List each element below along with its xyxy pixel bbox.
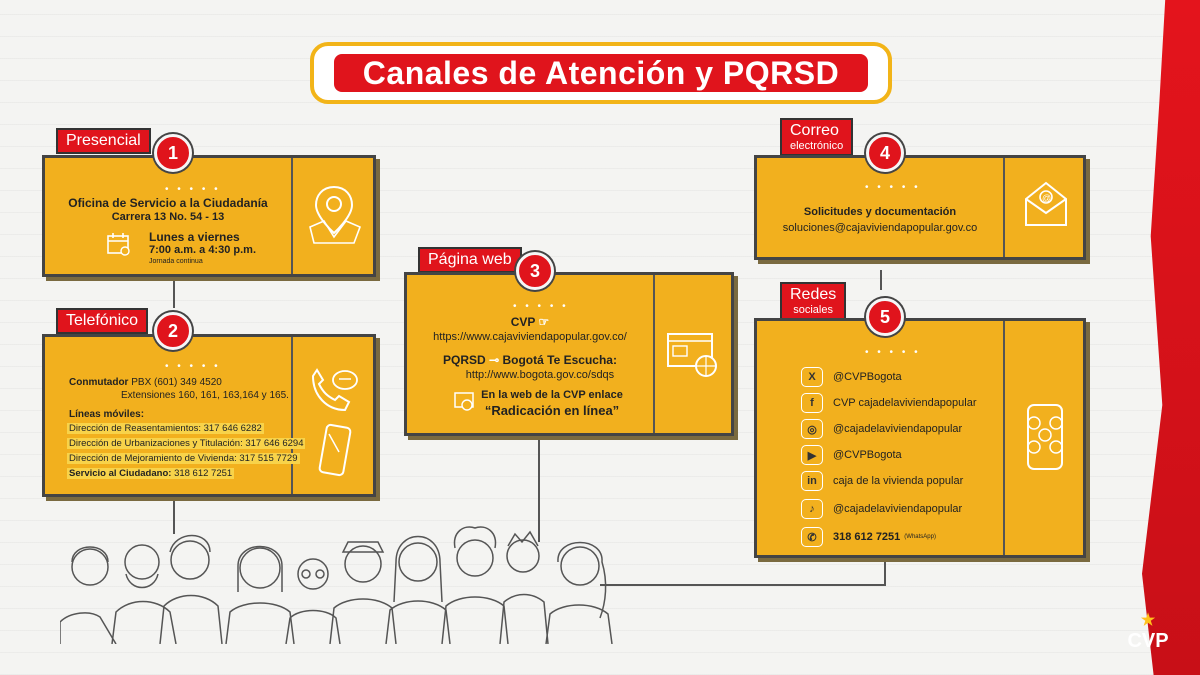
whatsapp-icon: ✆ — [801, 527, 823, 547]
mobile-lines-title: Líneas móviles: — [69, 409, 145, 420]
social-x[interactable]: X @CVPBogota — [801, 367, 902, 387]
tag-correo: Correo electrónico — [780, 118, 854, 156]
connector-line — [600, 584, 886, 586]
mobile-line: Dirección de Urbanizaciones y Titulación… — [67, 438, 306, 449]
connector-line — [538, 436, 540, 542]
office-name: Oficina de Servicio a la Ciudadanía — [68, 196, 268, 210]
web-link-name[interactable]: “Radicación en línea” — [484, 403, 620, 418]
cvp-logo: ★ CVP — [1118, 610, 1178, 653]
browser-icon — [663, 323, 723, 383]
tag-pagina-web: Página web — [418, 247, 522, 273]
connector-line — [884, 558, 886, 586]
web-click-icon — [451, 389, 477, 415]
correo-email[interactable]: soluciones@cajaviviendapopular.gov.co — [782, 222, 978, 234]
card-presencial: • • • • • Oficina de Servicio a la Ciuda… — [42, 155, 376, 277]
connector-line — [173, 496, 175, 534]
office-hours: 7:00 a.m. a 4:30 p.m. — [149, 244, 256, 256]
mobile-line: Dirección de Mejoramiento de Vivienda: 3… — [67, 453, 300, 464]
office-days: Lunes a viernes — [149, 230, 240, 244]
pqrsd-line: PQRSD ⊸ Bogotá Te Escucha: — [443, 353, 617, 367]
connector-line — [880, 270, 882, 290]
tiktok-icon: ♪ — [801, 499, 823, 519]
social-whatsapp[interactable]: ✆ 318 612 7251 (WhatsApp) — [801, 527, 936, 547]
social-media-phone-icon — [1015, 399, 1077, 475]
pqrsd-url[interactable]: http://www.bogota.gov.co/sdqs — [465, 369, 615, 381]
social-youtube[interactable]: ▶ @CVPBogota — [801, 445, 902, 465]
step-number-3: 3 — [516, 252, 554, 290]
cvp-url[interactable]: https://www.cajaviviendapopular.gov.co/ — [433, 331, 627, 343]
hand-pointer-icon: ☞ — [538, 315, 550, 329]
x-icon: X — [801, 367, 823, 387]
switchboard: Conmutador PBX (601) 349 4520 — [69, 377, 222, 388]
card-pagina-web: • • • • • CVP ☞ https://www.cajavivienda… — [404, 272, 734, 436]
correo-label: Solicitudes y documentación — [803, 206, 957, 218]
step-number-4: 4 — [866, 134, 904, 172]
phone-icon — [303, 365, 363, 415]
social-facebook[interactable]: f CVP cajadelaviviendapopular — [801, 393, 977, 413]
map-pin-icon — [301, 178, 367, 250]
step-number-1: 1 — [154, 134, 192, 172]
mobile-line: Dirección de Reasentamientos: 317 646 62… — [67, 423, 264, 434]
instagram-icon: ◎ — [801, 419, 823, 439]
social-tiktok[interactable]: ♪ @cajadelaviviendapopular — [801, 499, 962, 519]
title-banner: Canales de Atención y PQRSD — [310, 42, 892, 104]
red-ribbon-decoration — [1142, 0, 1200, 675]
card-telefonico: • • • • • Conmutador PBX (601) 349 4520 … — [42, 334, 376, 497]
youtube-icon: ▶ — [801, 445, 823, 465]
office-address: Carrera 13 No. 54 - 13 — [111, 211, 225, 223]
service-line: Servicio al Ciudadano: 318 612 7251 — [67, 468, 235, 479]
email-icon: @ — [1015, 172, 1077, 234]
star-icon: ★ — [1140, 612, 1156, 629]
calendar-icon — [105, 230, 133, 258]
tag-telefonico: Telefónico — [56, 308, 149, 334]
office-note: Jornada continua — [149, 258, 203, 265]
tag-presencial: Presencial — [56, 128, 151, 154]
people-illustration — [60, 526, 613, 644]
extensions: Extensiones 160, 161, 163,164 y 165. — [121, 390, 289, 401]
card-correo: • • • • • Solicitudes y documentación so… — [754, 155, 1086, 260]
card-redes: • • • • • X @CVPBogota f CVP cajadelaviv… — [754, 318, 1086, 558]
step-number-2: 2 — [154, 312, 192, 350]
svg-text:@: @ — [1042, 193, 1051, 203]
social-linkedin[interactable]: in caja de la vivienda popular — [801, 471, 963, 491]
page-title: Canales de Atención y PQRSD — [362, 54, 840, 91]
smartphone-icon — [313, 421, 357, 479]
social-instagram[interactable]: ◎ @cajadelaviviendapopular — [801, 419, 962, 439]
linkedin-icon: in — [801, 471, 823, 491]
web-link-text: En la web de la CVP enlace — [481, 389, 623, 401]
cvp-label: CVP ☞ — [510, 315, 550, 329]
tag-redes: Redes sociales — [780, 282, 847, 320]
connector-line — [173, 278, 175, 308]
facebook-icon: f — [801, 393, 823, 413]
step-number-5: 5 — [866, 298, 904, 336]
